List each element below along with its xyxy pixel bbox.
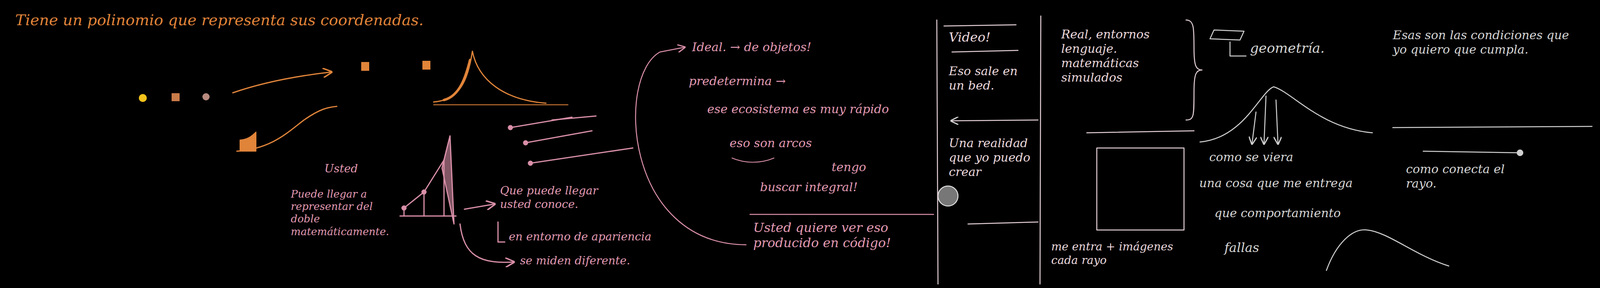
grey-sketch [1200,30,1592,271]
handwritten-note: tengo [831,160,866,175]
handwritten-note: Puede llegar a representar del doble mat… [290,188,397,238]
handwritten-note: predetermina → [688,74,786,89]
handwritten-note: como conecta el rayo. [1406,162,1518,191]
handwritten-note: Video! [948,29,991,45]
handwritten-note: Usted quiere ver eso producido en código… [753,220,930,251]
handwritten-note: fallas [1224,240,1260,256]
handwritten-note: Eso sale en un bed. [948,64,1035,93]
handwritten-note: eso son arcos [729,136,812,151]
handwritten-note: como se viera [1209,150,1294,165]
handwritten-note: buscar integral! [760,180,858,195]
handwritten-note: Que puede llegar usted conoce. [500,184,620,211]
column-sketch [936,16,1202,284]
handwritten-note: ese ecosistema es muy rápido [707,102,889,117]
handwritten-note: se miden diferente. [520,254,630,268]
handwritten-note: Esas son las condiciones que yo quiero q… [1392,28,1585,57]
handwritten-note: geometría. [1250,40,1325,57]
pink-sketch [400,47,934,263]
heading-note: Tiene un polinomio que representa sus co… [15,11,424,30]
handwritten-note: una cosa que me entrega [1199,176,1353,191]
handwritten-note: Una realidad que yo puedo crear [948,136,1035,180]
handwritten-note: Usted [324,162,358,176]
handwritten-note: que comportamiento [1214,206,1341,221]
orange-sketch [138,51,568,152]
handwritten-note: Real, entornos lenguaje. matemáticas sim… [1061,27,1180,85]
handwritten-note: me entra + imágenes cada rayo [1051,240,1190,267]
handwritten-note: en entorno de apariencia [508,230,652,244]
handwritten-note: Ideal. → de objetos! [692,40,812,55]
